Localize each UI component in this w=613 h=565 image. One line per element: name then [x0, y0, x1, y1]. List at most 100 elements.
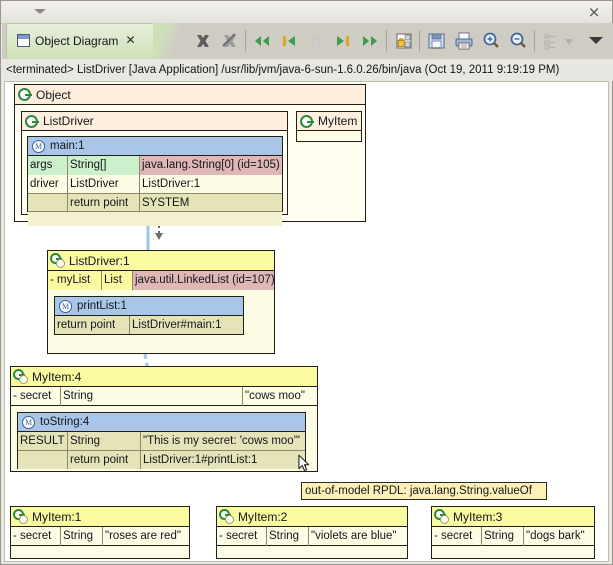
myitem3-object-box[interactable]: MyItem:3 - secret String "dogs bark": [431, 506, 595, 559]
object-box-filler: [217, 546, 407, 558]
mouse-cursor: [298, 454, 310, 473]
table-row[interactable]: driver ListDriver ListDriver:1: [28, 175, 282, 194]
object-diagram-canvas[interactable]: Object ListDriver M main:1 args: [4, 81, 609, 562]
myitem3-object-header: MyItem:3: [432, 507, 594, 527]
listdriver-object-title: ListDriver:1: [69, 254, 130, 268]
myitem-class-body: [297, 131, 361, 141]
object-box-filler: [11, 546, 189, 558]
tab-object-diagram[interactable]: Object Diagram ✕: [6, 23, 154, 59]
field-value: "cows moo": [243, 387, 317, 406]
myitem1-object-title: MyItem:1: [32, 510, 81, 524]
table-row[interactable]: - secret String "roses are red": [11, 527, 189, 546]
myitem3-object-title: MyItem:3: [453, 510, 502, 524]
field-type: String: [68, 432, 141, 451]
step-forward-icon[interactable]: [331, 29, 355, 53]
fast-forward-icon[interactable]: [358, 29, 382, 53]
tab-skew-decoration: [153, 23, 187, 59]
field-type: return point: [68, 451, 141, 469]
field-type: return point: [55, 316, 130, 334]
listdriver-class-title: ListDriver: [43, 114, 94, 128]
zoom-out-icon[interactable]: [506, 29, 530, 53]
object-frame-title: Object: [36, 88, 71, 102]
myitem4-object-box[interactable]: MyItem:4 - secret String "cows moo" M to…: [10, 366, 318, 472]
table-row[interactable]: - myList List java.util.LinkedList (id=1…: [48, 271, 274, 290]
lock-layout-icon[interactable]: [392, 29, 416, 53]
table-row[interactable]: return point ListDriver:1#printList:1: [18, 451, 305, 469]
object-frame[interactable]: Object ListDriver M main:1 args: [14, 84, 366, 222]
field-name: RESULT: [18, 432, 68, 451]
field-value: "violets are blue": [309, 527, 407, 546]
toolbar-separator: [245, 30, 246, 52]
class-icon: [300, 115, 313, 128]
field-value: ListDriver:1#printList:1: [141, 451, 305, 469]
myitem2-object-header: MyItem:2: [217, 507, 407, 527]
field-name: [18, 451, 68, 469]
listdriver-class-box[interactable]: ListDriver M main:1 args String[] java.l…: [21, 111, 288, 215]
step-back-icon[interactable]: [277, 29, 301, 53]
field-name: [28, 194, 68, 212]
field-type: String: [482, 527, 524, 546]
window-menu-arrow-icon[interactable]: [34, 9, 46, 14]
rpdl-tooltip-text: out-of-model RPDL: java.lang.String.valu…: [305, 485, 532, 497]
field-value: ListDriver#main:1: [130, 316, 243, 334]
save-icon[interactable]: [425, 29, 449, 53]
field-name: args: [28, 156, 68, 175]
myitem1-object-box[interactable]: MyItem:1 - secret String "roses are red": [10, 506, 190, 559]
table-row[interactable]: - secret String "violets are blue": [217, 527, 407, 546]
listdriver-object-header: ListDriver:1: [48, 251, 274, 271]
tostring-method-box[interactable]: M toString:4 RESULT String "This is my s…: [17, 412, 306, 469]
field-value: "roses are red": [103, 527, 189, 546]
object-icon: [50, 253, 65, 268]
method-icon: M: [59, 300, 72, 313]
table-row[interactable]: return point ListDriver#main:1: [55, 316, 243, 334]
window-titlebar: ×: [1, 1, 612, 24]
table-row[interactable]: return point SYSTEM: [28, 194, 282, 212]
window-close-icon[interactable]: ×: [586, 4, 602, 20]
tab-close-icon[interactable]: ✕: [124, 34, 137, 47]
step-back-all-icon[interactable]: [250, 29, 274, 53]
remove-all-terminated-icon[interactable]: [218, 29, 242, 53]
diagram-icon: [17, 34, 30, 47]
view-toolbar: [187, 23, 612, 59]
field-name: - secret: [432, 527, 482, 546]
field-type: String[]: [68, 156, 140, 175]
object-icon: [219, 509, 234, 524]
listdriver-object-box[interactable]: ListDriver:1 - myList List java.util.Lin…: [47, 250, 275, 354]
myitem-class-header: MyItem: [297, 112, 361, 131]
pause-icon[interactable]: [304, 29, 328, 53]
field-value: ListDriver:1: [140, 175, 282, 194]
myitem4-object-header: MyItem:4: [11, 367, 317, 387]
table-row[interactable]: - secret String "dogs bark": [432, 527, 594, 546]
launch-status-line: <terminated> ListDriver [Java Applicatio…: [2, 59, 613, 81]
field-type: return point: [68, 194, 140, 212]
main-method-box[interactable]: M main:1 args String[] java.lang.String[…: [27, 136, 283, 212]
tree-filter-dropdown-icon[interactable]: [562, 29, 586, 53]
method-icon: M: [22, 416, 35, 429]
field-type: String: [61, 387, 243, 406]
toolbar-separator: [419, 30, 420, 52]
tree-filter-icon[interactable]: [540, 29, 564, 53]
printlist-method-box[interactable]: M printList:1 return point ListDriver#ma…: [54, 296, 244, 335]
class-icon: [25, 115, 38, 128]
printlist-method-header: M printList:1: [55, 297, 243, 316]
myitem1-object-header: MyItem:1: [11, 507, 189, 527]
object-icon: [434, 509, 449, 524]
printlist-method-title: printList:1: [77, 300, 127, 312]
table-row[interactable]: - secret String "cows moo": [11, 387, 317, 406]
object-box-filler: [48, 335, 274, 353]
zoom-in-icon[interactable]: [479, 29, 503, 53]
terminate-all-icon[interactable]: [191, 29, 215, 53]
object-icon: [13, 509, 28, 524]
object-icon: [13, 369, 28, 384]
view-menu-icon[interactable]: [589, 37, 603, 44]
table-row[interactable]: RESULT String "This is my secret: 'cows …: [18, 432, 305, 451]
field-type: ListDriver: [68, 175, 140, 194]
myitem-class-box[interactable]: MyItem: [296, 111, 362, 142]
field-name: - secret: [11, 387, 61, 406]
print-icon[interactable]: [452, 29, 476, 53]
myitem2-object-box[interactable]: MyItem:2 - secret String "violets are bl…: [216, 506, 408, 559]
table-row[interactable]: args String[] java.lang.String[0] (id=10…: [28, 156, 282, 175]
field-value: "This is my secret: 'cows moo'": [141, 432, 305, 451]
rpdl-tooltip: out-of-model RPDL: java.lang.String.valu…: [301, 482, 547, 500]
